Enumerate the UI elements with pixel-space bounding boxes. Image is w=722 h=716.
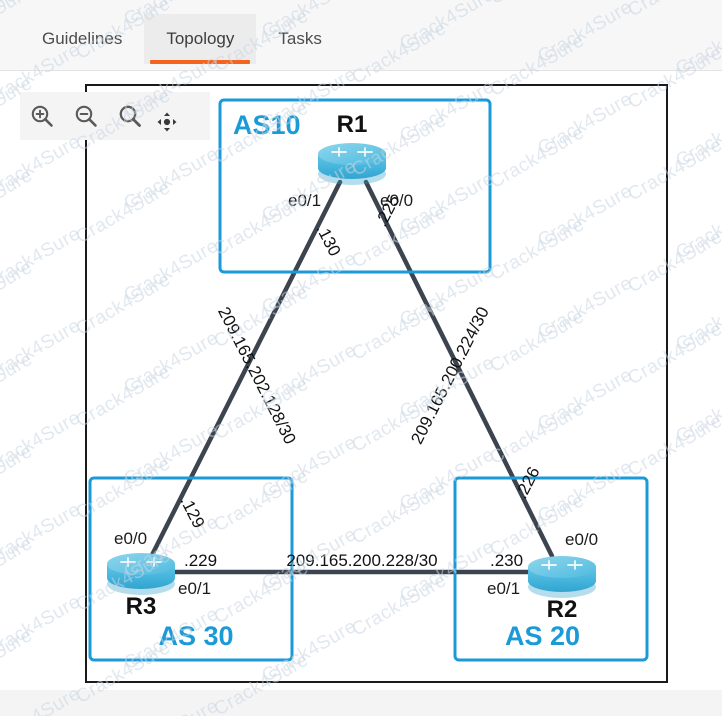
pan-button[interactable]: [152, 98, 182, 134]
tab-bar: Guidelines Topology Tasks: [0, 0, 722, 71]
tab-tasks-label: Tasks: [278, 29, 322, 48]
tab-topology-label: Topology: [166, 29, 235, 48]
zoom-out-button[interactable]: [64, 96, 108, 136]
zoom-in-icon: [31, 105, 53, 127]
tab-guidelines-label: Guidelines: [42, 29, 123, 48]
tab-guidelines[interactable]: Guidelines: [20, 14, 144, 64]
tab-active-underline: [150, 60, 251, 64]
zoom-toolbar: [20, 92, 210, 140]
topology-canvas-frame: [85, 84, 668, 683]
zoom-out-icon: [75, 105, 97, 127]
tab-list: Guidelines Topology Tasks: [0, 14, 344, 70]
move-arrows-icon: [157, 112, 177, 132]
magnifier-icon: [119, 105, 141, 127]
tab-tasks[interactable]: Tasks: [256, 14, 343, 64]
zoom-in-button[interactable]: [20, 96, 64, 136]
zoom-reset-button[interactable]: [108, 96, 152, 136]
tab-topology[interactable]: Topology: [144, 14, 257, 64]
bottom-strip: [0, 690, 722, 716]
